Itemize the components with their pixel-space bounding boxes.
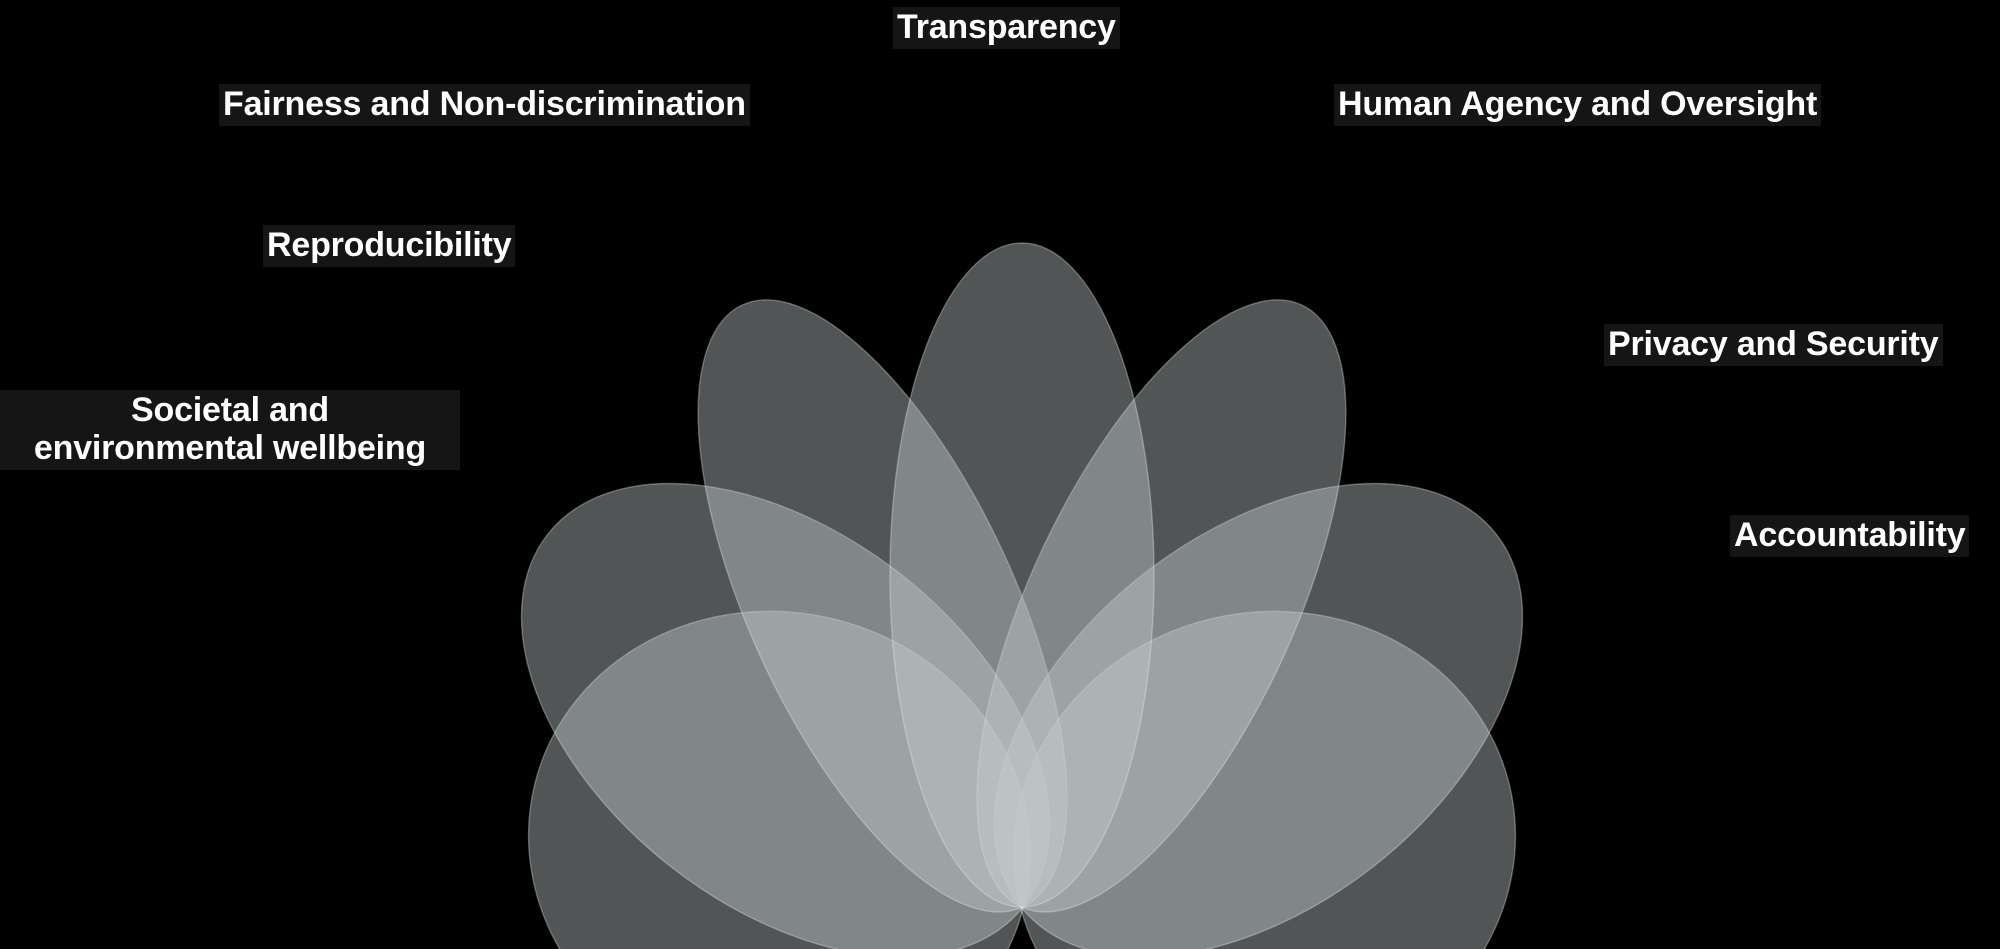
petal-transparency[interactable] <box>889 242 1155 908</box>
petal-label-accountability[interactable]: Accountability <box>1730 515 1970 558</box>
petal-label-societal-and-environmental-wellbeing[interactable]: Societal and environmental wellbeing <box>0 390 460 471</box>
petal-label-transparency[interactable]: Transparency <box>893 7 1120 50</box>
petal-label-reproducibility[interactable]: Reproducibility <box>263 225 516 268</box>
societal-label-line-1: Societal and <box>131 391 329 429</box>
petal-label-privacy-and-security[interactable]: Privacy and Security <box>1604 324 1943 367</box>
petal-label-fairness-and-non-discrimination[interactable]: Fairness and Non-discrimination <box>219 84 750 127</box>
petal-label-human-agency-and-oversight[interactable]: Human Agency and Oversight <box>1334 84 1822 127</box>
societal-label-line-2: environmental wellbeing <box>33 429 427 468</box>
